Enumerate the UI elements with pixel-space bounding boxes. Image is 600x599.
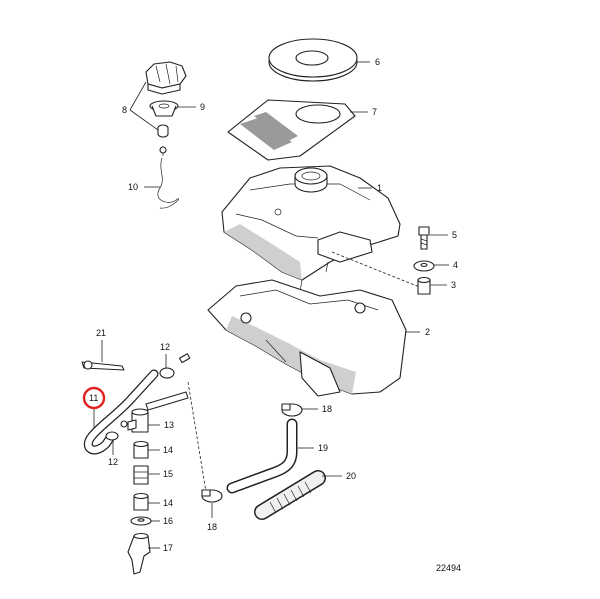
callout-9: 9 [200,102,205,112]
part-7-pad[interactable] [227,99,356,161]
part-1-fuel-tank[interactable] [221,165,401,293]
part-15-connector[interactable] [133,465,149,485]
callout-7: 7 [372,107,377,117]
part-3-bushing[interactable] [417,276,431,295]
callout-20: 20 [346,471,356,481]
callout-17: 17 [163,543,173,553]
part-13-fuel-fitting[interactable] [120,391,189,433]
part-20-corrugated-hose[interactable] [254,470,326,520]
callout-1: 1 [377,183,382,193]
callout-2: 2 [425,327,430,337]
part-8-fuel-cap[interactable] [145,61,187,138]
callout-11: 11 [89,393,98,403]
callout-18-upper: 18 [322,404,332,414]
part-19-elbow-hose[interactable] [226,418,298,494]
part-10-cap-tether[interactable] [157,146,179,209]
callout-13: 13 [164,420,174,430]
callout-16: 16 [163,516,173,526]
part-11-fuel-hose[interactable] [83,369,159,455]
part-6-gasket[interactable] [268,38,358,82]
part-2-tank-tray[interactable] [207,279,407,397]
callout-4: 4 [453,260,458,270]
part-14-ferrule-lower[interactable] [133,492,149,511]
callout-10: 10 [128,182,138,192]
callout-14-lower: 14 [163,498,173,508]
callout-19: 19 [318,443,328,453]
callout-3: 3 [451,280,456,290]
part-18-clamp-upper[interactable] [281,403,303,417]
callout-15: 15 [163,469,173,479]
callout-12-lower: 12 [108,457,118,467]
part-5-screw[interactable] [418,226,430,250]
part-9-cap-gasket[interactable] [149,100,179,117]
part-14-ferrule-upper[interactable] [133,440,149,459]
part-4-washer[interactable] [413,260,435,272]
callout-5: 5 [452,230,457,240]
callout-21: 21 [96,328,106,338]
part-21-clip[interactable] [81,360,125,371]
part-18-clamp-lower[interactable] [201,489,223,503]
part-12-hose-clamp-lower[interactable] [105,431,119,441]
drawing-number: 22494 [436,563,461,573]
highlight-ring [82,386,106,410]
part-12-hose-clamp-upper[interactable] [159,353,191,379]
callout-6: 6 [375,57,380,67]
part-16-washer[interactable] [130,516,152,526]
callout-12-upper: 12 [160,342,170,352]
callout-14-upper: 14 [163,445,173,455]
callout-18-lower: 18 [207,522,217,532]
part-17-fitting-barb[interactable] [127,532,151,575]
callout-8: 8 [122,105,127,115]
